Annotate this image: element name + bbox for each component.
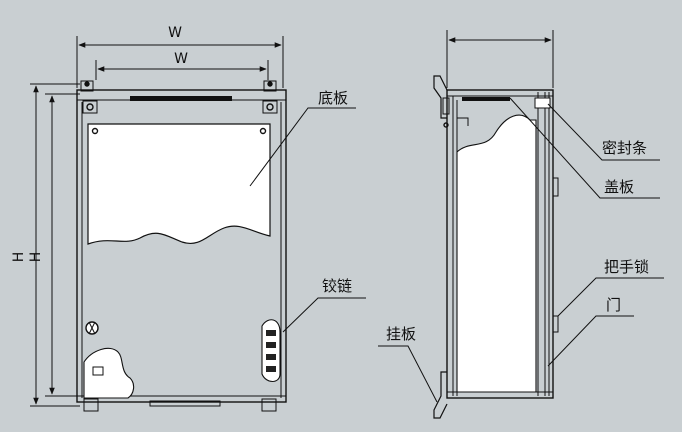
handle-lock-label: 把手锁 [604, 258, 649, 276]
sealing-strip-leader [547, 103, 660, 161]
side-view [433, 75, 559, 419]
sealing-strip-label: 密封条 [602, 139, 647, 157]
side-cutaway [456, 114, 537, 393]
door-label: 门 [606, 296, 621, 314]
side-body [446, 89, 554, 399]
outer-height-label: H [11, 252, 27, 263]
base-plate-leader [249, 107, 356, 187]
hanging-plate-bottom [433, 371, 448, 419]
hinge-front [261, 319, 281, 383]
base-plate-label: 底板 [318, 89, 348, 107]
hanging-plate-leader [378, 345, 438, 403]
handle-lock-lower [552, 315, 559, 333]
handle-lock-upper [552, 177, 559, 197]
front-view [76, 80, 287, 412]
cover-plate-label: 盖板 [604, 178, 634, 196]
side-dimensions [446, 30, 554, 88]
hinge-label: 铰链 [322, 277, 352, 295]
handle-lock-leader [557, 277, 664, 317]
inner-width-label: W [174, 51, 188, 67]
hanging-plate-top [433, 75, 448, 119]
hinge-leader [282, 297, 366, 333]
door-leader [547, 315, 634, 367]
inner-height-label: H [28, 252, 44, 263]
hanging-plate-label: 挂板 [386, 325, 416, 343]
front-dimensions [30, 36, 284, 407]
front-cutaway [83, 347, 135, 399]
base-plate [87, 123, 271, 245]
cover-plate-leader [509, 97, 660, 199]
front-outer-frame [76, 89, 287, 403]
outer-width-label: W [168, 25, 182, 41]
lock-emblem-front [85, 321, 99, 335]
